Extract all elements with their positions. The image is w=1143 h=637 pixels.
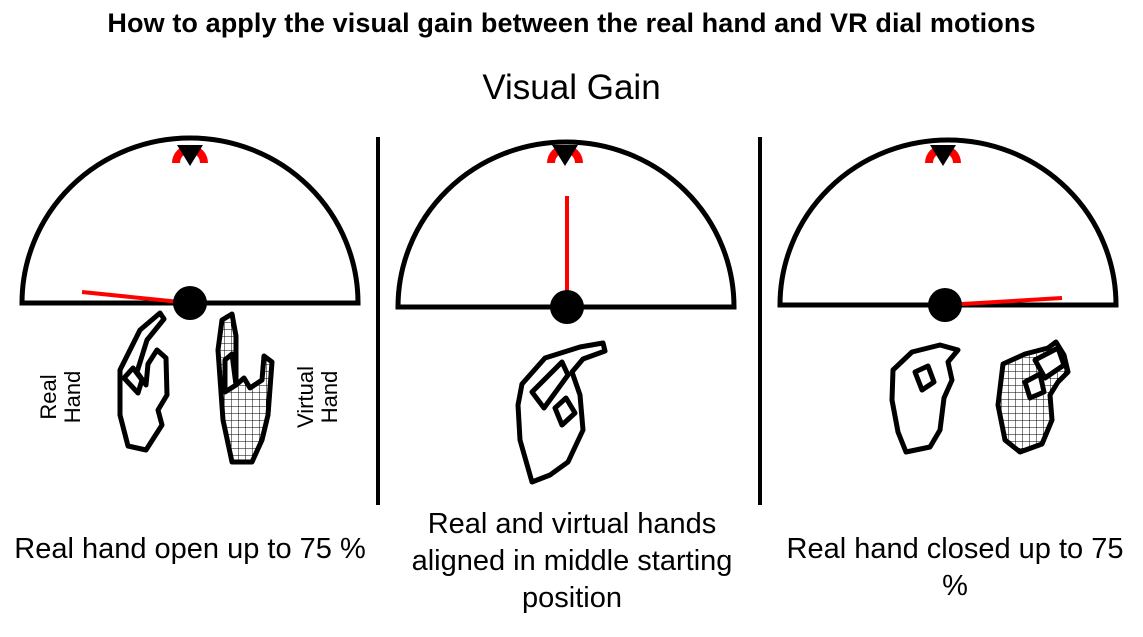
dial-panel-right xyxy=(777,137,1119,455)
dial-pointer-triangle xyxy=(552,145,578,166)
virtual-hand-open-icon xyxy=(215,311,275,465)
virtual-hand-label: Virtual Hand xyxy=(293,366,342,428)
dial-face xyxy=(777,137,1119,308)
real-hand-closed-icon xyxy=(889,342,961,455)
dial-pointer-triangle xyxy=(930,145,956,166)
virtual-hand-closed-icon xyxy=(995,339,1071,455)
dial-hub xyxy=(928,288,962,322)
caption-left: Real hand open up to 75 % xyxy=(14,533,366,565)
caption-right: Real hand closed up to 75 % xyxy=(786,533,1124,602)
caption-middle: Real and virtual hands aligned in middle… xyxy=(411,508,733,614)
dial-needle xyxy=(81,290,191,305)
real-hand-label: Real Hand xyxy=(36,370,85,424)
dial-hub xyxy=(550,290,584,324)
dial-pointer-triangle xyxy=(177,145,203,166)
diagram-title: How to apply the visual gain between the… xyxy=(107,8,1036,38)
dial-face xyxy=(19,135,361,306)
dial-hub xyxy=(173,286,207,320)
real-hand-open-icon xyxy=(117,310,170,453)
dial-needle xyxy=(944,296,1063,307)
dial-panel-middle xyxy=(395,139,737,485)
aligned-hands-icon xyxy=(515,340,608,485)
dial-panel-left xyxy=(19,135,361,465)
diagram-subtitle: Visual Gain xyxy=(482,68,661,107)
